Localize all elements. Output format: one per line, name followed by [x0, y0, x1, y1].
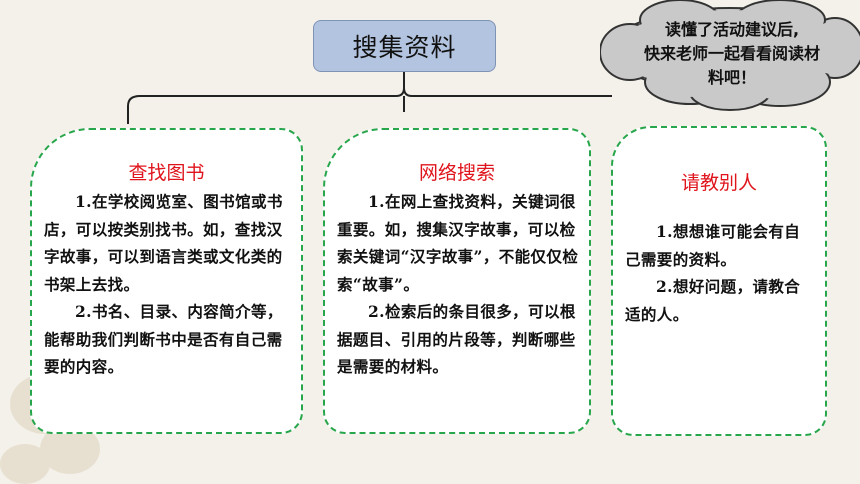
- card-paragraph: 2.检索后的条目很多，可以根据题目、引用的片段等，判断哪些是需要的材料。: [337, 302, 576, 376]
- page-title: 搜集资料: [313, 20, 496, 72]
- thought-cloud-text: 读懂了活动建议后, 快来老师一起看看阅读材 料吧！: [606, 18, 858, 90]
- card-body: 1.想想谁可能会有自己需要的资料。 2.想好问题，请教合适的人。: [625, 218, 815, 328]
- card-body: 1.在学校阅览室、图书馆或书店，可以按类别找书。如，查找汉字故事，可以到语言类或…: [44, 188, 293, 381]
- card-paragraph: 1.想想谁可能会有自己需要的资料。: [625, 222, 801, 269]
- card-body: 1.在网上查找资料，关键词很重要。如，搜集汉字故事，可以检索关键词“汉字故事”，…: [337, 188, 583, 381]
- bubble-line-1: 读懂了活动建议后,: [664, 20, 800, 39]
- bubble-line-3: 料吧！: [707, 68, 756, 87]
- bubble-line-2: 快来老师一起看看阅读材: [643, 44, 820, 63]
- card-title: 网络搜索: [418, 162, 495, 184]
- card-web-search: 网络搜索 1.在网上查找资料，关键词很重要。如，搜集汉字故事，可以检索关键词“汉…: [323, 128, 591, 434]
- card-ask-others: 请教别人 1.想想谁可能会有自己需要的资料。 2.想好问题，请教合适的人。: [611, 126, 827, 436]
- thought-cloud: [600, 0, 860, 111]
- card-paragraph: 1.在网上查找资料，关键词很重要。如，搜集汉字故事，可以检索关键词“汉字故事”，…: [337, 192, 579, 294]
- card-find-books: 查找图书 1.在学校阅览室、图书馆或书店，可以按类别找书。如，查找汉字故事，可以…: [30, 128, 303, 434]
- card-title: 请教别人: [680, 172, 757, 194]
- card-paragraph: 2.想好问题，请教合适的人。: [625, 277, 801, 324]
- card-paragraph: 2.书名、目录、内容简介等，能帮助我们判断书中是否有自己需要的内容。: [44, 302, 283, 376]
- background-calligraphy-left: [62, 0, 142, 110]
- card-paragraph: 1.在学校阅览室、图书馆或书店，可以按类别找书。如，查找汉字故事，可以到语言类或…: [44, 192, 283, 294]
- card-title: 查找图书: [128, 162, 205, 184]
